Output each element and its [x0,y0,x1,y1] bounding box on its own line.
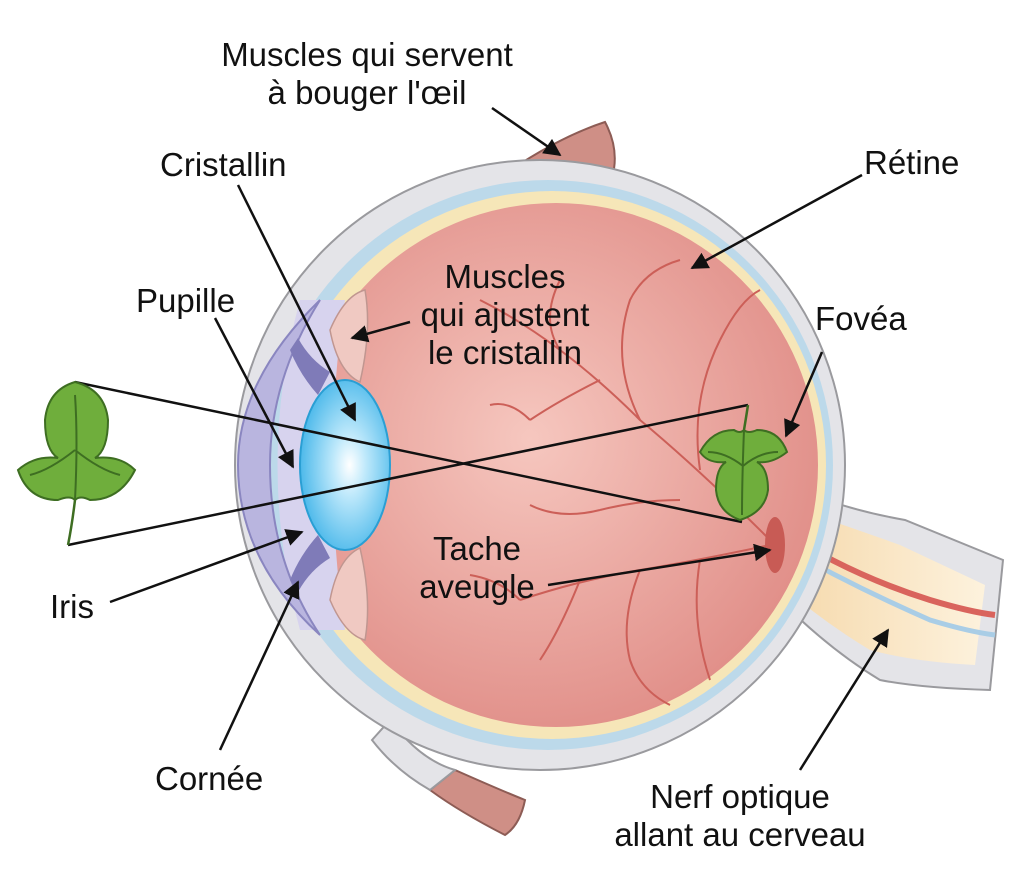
label-optic-nerve-line2: allant au cerveau [614,816,866,853]
arrow-ciliary [350,320,411,343]
label-eye-muscles: Muscles qui servent à bouger l'œil [212,36,522,112]
arrow-cornea [218,580,300,751]
retinal-image-leaf [698,404,789,522]
light-rays [67,380,749,547]
label-blind-spot-line1: Tache [432,530,522,567]
label-iris: Iris [50,588,94,625]
label-eye-muscles-line2: à bouger l'œil [267,74,467,111]
crystalline-lens [299,379,391,551]
pointer-arrows [109,106,890,771]
arrow-iris [109,529,304,604]
blind-spot [765,517,785,573]
label-pupil: Pupille [136,282,236,319]
arrow-lens [236,184,357,422]
lower-ciliary-muscle [329,546,369,641]
arrow-eye-muscles [491,106,562,157]
label-optic-nerve: Nerf optique allant au cerveau [600,778,880,854]
arrow-optic-nerve [798,628,890,771]
arrow-fovea [784,351,824,438]
lower-eye-muscle [428,768,527,837]
label-blind-spot: Tache aveugle [402,530,552,606]
label-ciliary-line2: qui ajustent [420,296,590,333]
arrow-retina [690,173,863,270]
iris-upper [290,338,330,395]
lower-muscle-tendon [370,718,458,792]
label-eye-muscles-line1: Muscles qui servent [221,36,513,73]
label-optic-nerve-line1: Nerf optique [650,778,830,815]
eyeball-interior [294,203,818,727]
label-ciliary-line1: Muscles [444,258,566,295]
leaf-object [16,380,137,546]
label-lens: Cristallin [160,146,287,183]
arrow-pupil [213,317,295,469]
iris-lower [290,535,330,592]
retinal-vessels [469,259,771,706]
arrow-blind-spot [547,543,772,587]
label-ciliary-line3: le cristallin [427,334,583,371]
label-ciliary-muscles: Muscles qui ajustent le cristallin [400,258,610,372]
label-retina: Rétine [864,144,960,181]
label-cornea: Cornée [155,760,264,797]
cornea [236,299,321,636]
label-blind-spot-line2: aveugle [419,568,535,605]
label-fovea: Fovéa [815,300,907,337]
